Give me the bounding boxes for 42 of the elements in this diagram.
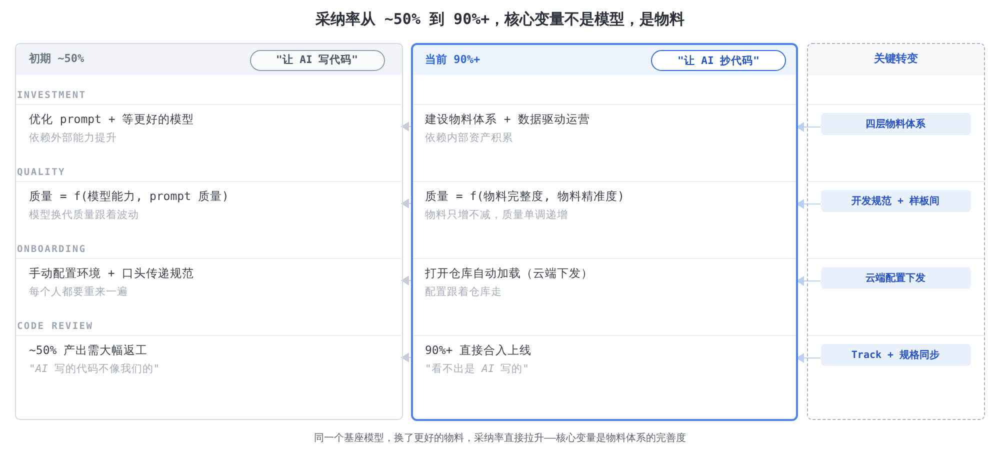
row-title: 优化 prompt + 等更好的模型 [29,112,194,126]
arrow [796,276,821,286]
arrow [796,199,821,209]
row-title: 90%+ 直接合入上线 [425,343,532,357]
arrow [400,352,414,362]
arrow [400,276,414,286]
arrow [400,198,414,208]
column-heading: 初期 ~50% [29,52,84,66]
row-title: 质量 = f(物料完整度, 物料精准度) [425,189,624,203]
pill-tag: "让 AI 抄代码" [651,50,786,71]
shift-chip: 云端配置下发 [820,266,970,288]
shift-chip: 四层物料体系 [820,112,970,134]
row-note: 配置跟着仓库走 [425,285,502,299]
row-note: 每个人都要重来一遍 [29,284,128,298]
row-note: 依赖内部资产积累 [425,131,513,145]
pill-tag: "让 AI 写代码" [250,50,384,70]
row-title: 打开仓库自动加载（云端下发） [425,266,593,280]
column-panel [807,43,985,420]
column-heading: 当前 90%+ [425,52,480,66]
row-title: ~50% 产出需大幅返工 [29,342,148,356]
diagram-title: 采纳率从 ~50% 到 90%+，核心变量不是模型，是物料 [315,10,685,28]
section-label: QUALITY [17,167,66,179]
diagram-caption: 同一个基座模型，换了更好的物料，采纳率直接拉升——核心变量是物料体系的完善度 [314,432,686,446]
arrow [400,122,414,132]
row-note: "看不出是 AI 写的" [425,362,529,376]
row-title: 手动配置环境 + 口头传递规范 [29,266,194,280]
row-note: "AI 写的代码不像我们的" [29,362,160,376]
section-label: INVESTMENT [17,90,86,102]
row-note: 物料只增不减，质量单调递增 [425,208,568,222]
column-panel [411,43,798,421]
column-panel [15,43,403,420]
row-note: 模型换代质量跟着波动 [29,208,139,222]
row-title: 建设物料体系 + 数据驱动运营 [425,112,590,126]
section-label: CODE REVIEW [17,321,94,333]
row-title: 质量 = f(模型能力, prompt 质量) [29,188,229,202]
row-note: 依赖外部能力提升 [29,130,117,144]
arrow [796,122,821,132]
shift-chip: Track + 规格同步 [820,344,970,366]
shift-chip: 开发规范 + 样板间 [820,190,970,212]
section-label: ONBOARDING [17,244,86,256]
arrow [796,353,821,363]
column-heading: 关键转变 [874,52,918,66]
